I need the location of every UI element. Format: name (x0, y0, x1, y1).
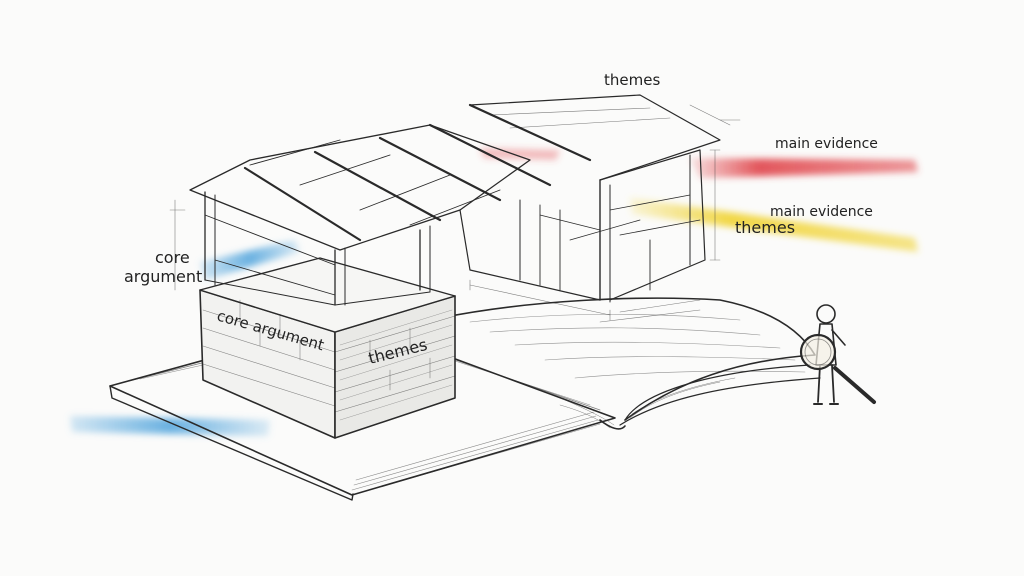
left-frame-structure (189, 94, 721, 306)
magnifying-glass-handle (833, 366, 876, 404)
label-main-evidence-1: main evidence (775, 136, 878, 152)
yellow-highlight (630, 198, 918, 252)
left-page-edges (351, 411, 601, 496)
stone-block (199, 257, 456, 439)
highlight-strokes (70, 148, 918, 436)
label-core-argument-left-1: core (155, 248, 190, 267)
figure-head (816, 304, 836, 324)
label-core-argument-left-2: argument (124, 267, 202, 286)
block-top-face (199, 257, 456, 333)
person-with-magnifying-glass-icon (799, 304, 876, 405)
right-room-structure (169, 104, 741, 323)
label-themes-right: themes (735, 218, 795, 237)
book-right-page (439, 297, 816, 421)
blue-highlight-upper (200, 240, 300, 280)
label-main-evidence-2: main evidence (770, 204, 873, 220)
roof-cross-bracing (204, 139, 501, 296)
spine-shading (559, 377, 736, 429)
red-highlight-inner (480, 148, 560, 160)
book-spine (599, 419, 626, 430)
block-shading (339, 309, 453, 421)
brick-lines (202, 299, 456, 413)
dimension-lines (169, 104, 741, 323)
annotations: themes main evidence main evidence theme… (124, 71, 878, 368)
roof-rafters (243, 103, 592, 242)
magnifying-glass-lens (799, 333, 837, 371)
right-page-lines (469, 313, 806, 379)
label-themes-top: themes (604, 71, 660, 89)
blue-highlight-lower (70, 416, 270, 436)
red-highlight (690, 158, 918, 178)
